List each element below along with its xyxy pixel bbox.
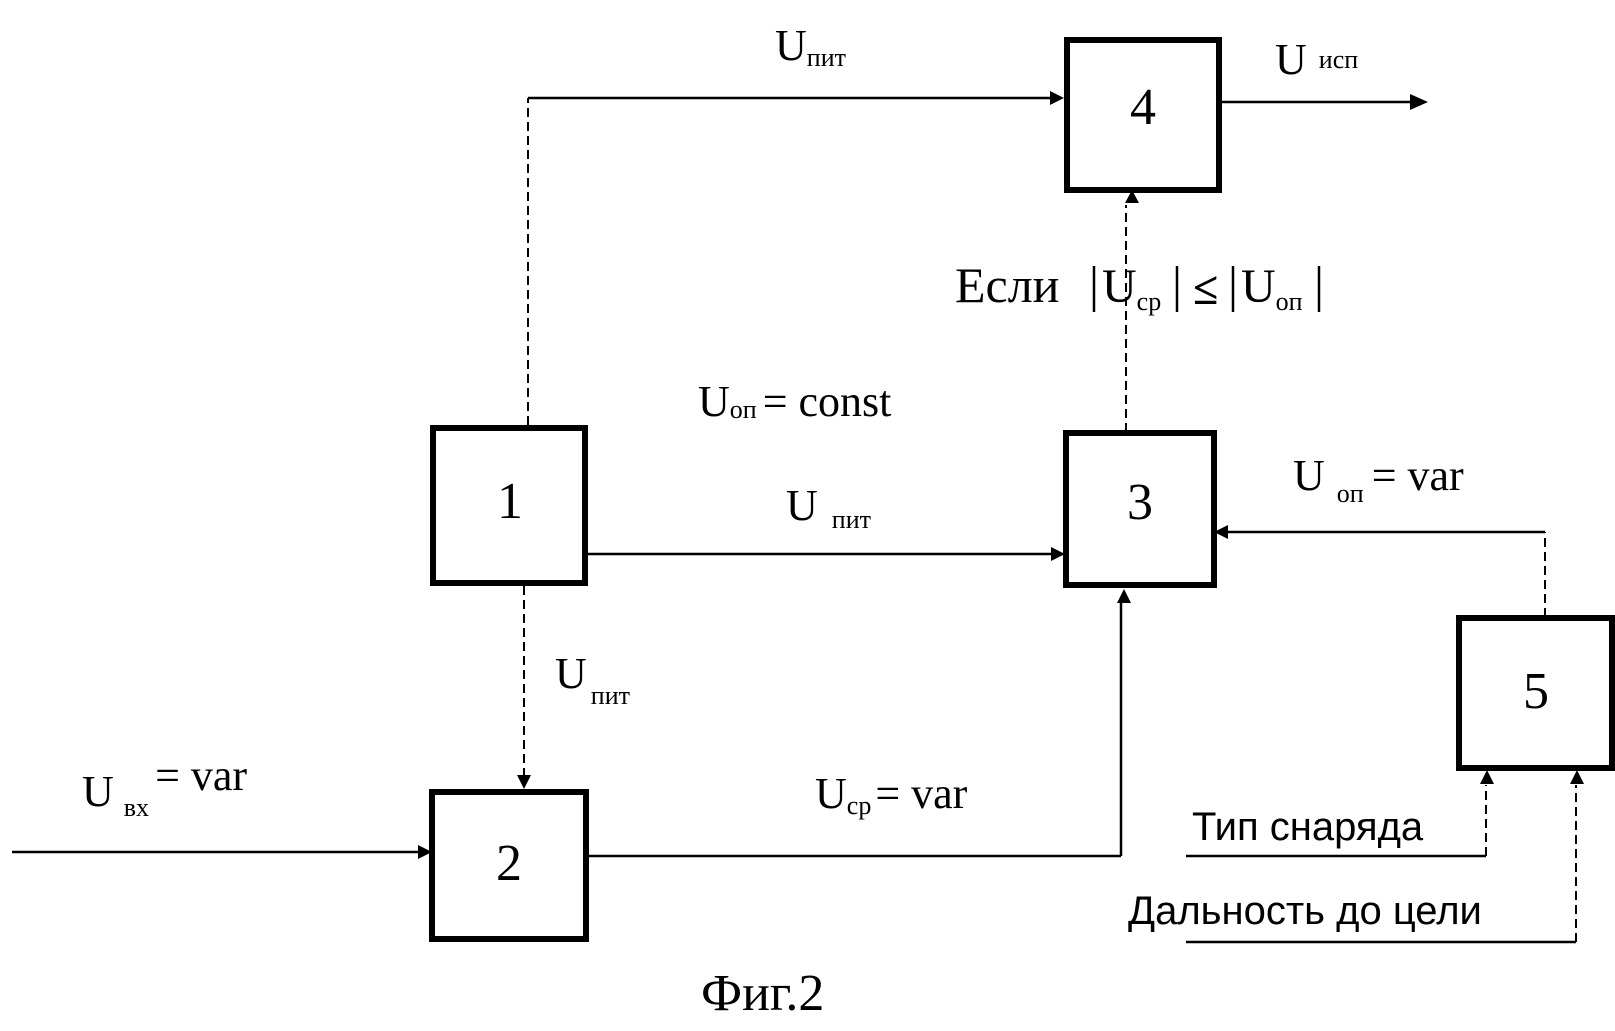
svg-text:≤: ≤ [1193, 263, 1218, 314]
arrow-into-block-4-left [1050, 91, 1064, 105]
block-2: 2 [432, 792, 586, 939]
label-u-sr-sub: ср [847, 791, 872, 820]
label-u-pit-top: Uпит [775, 21, 846, 72]
block-3-number: 3 [1127, 474, 1153, 531]
label-u-vx: Uвх= var [82, 751, 247, 822]
arrow-u-isp-output [1410, 94, 1428, 110]
arrow-into-block-3-left [1051, 547, 1065, 561]
svg-text:Если: Если [955, 257, 1059, 313]
label-condition: Если Uср ≤ Uоп [955, 257, 1319, 316]
block-4-number: 4 [1130, 79, 1156, 136]
block-4: 4 [1067, 40, 1219, 190]
condition-operator: ≤ [1193, 263, 1218, 314]
condition-u1-sub: ср [1137, 287, 1162, 316]
arrow-into-block-2-top [517, 775, 531, 789]
label-u-vx-main: U [82, 767, 114, 816]
label-u-isp-main: U [1275, 35, 1307, 84]
block-5-number: 5 [1523, 663, 1549, 720]
condition-u1-main: U [1102, 260, 1137, 313]
label-u-op-var-rest: = var [1372, 451, 1464, 500]
block-5: 5 [1459, 618, 1612, 768]
label-u-pit-mid-main: U [786, 481, 818, 530]
label-u-op-const-sub: оп [730, 395, 757, 424]
label-u-isp: Uисп [1275, 35, 1358, 84]
label-u-pit-down-main: U [555, 649, 587, 698]
label-u-op-const-rest: = const [763, 377, 892, 426]
block-2-number: 2 [496, 835, 522, 892]
label-u-pit-down-sub: пит [591, 681, 630, 710]
label-u-sr-main: U [815, 769, 847, 818]
label-u-op-var: Uоп = var [1293, 451, 1464, 508]
label-u-pit-mid-sub: пит [832, 505, 871, 534]
label-u-op-const: Uоп= const [698, 377, 891, 426]
label-projectile-type: Тип снаряда [1192, 805, 1424, 849]
svg-text:Uср: Uср [1102, 260, 1161, 316]
condition-u2-main: U [1241, 260, 1276, 313]
arrow-into-block-3-bottom [1117, 589, 1131, 603]
label-u-isp-sub: исп [1319, 45, 1358, 74]
block-3: 3 [1066, 433, 1214, 585]
block-1-number: 1 [497, 473, 523, 530]
label-u-pit-down: Uпит [555, 649, 630, 710]
label-u-op-var-main: U [1293, 451, 1325, 500]
label-u-sr-rest: = var [875, 769, 967, 818]
figure-caption: Фиг.2 [701, 965, 824, 1022]
label-u-sr: Uср= var [815, 769, 968, 820]
label-u-pit-mid: Uпит [786, 481, 871, 534]
label-u-vx-rest: = var [155, 751, 247, 800]
block-1: 1 [433, 428, 585, 583]
svg-text:Uоп: Uоп [1241, 260, 1303, 316]
condition-u2-sub: оп [1276, 287, 1303, 316]
label-u-vx-sub: вх [124, 793, 149, 822]
arrow-into-block-5-right-input [1570, 770, 1584, 784]
label-target-range: Дальность до цели [1128, 889, 1482, 933]
label-u-op-const-main: U [698, 377, 730, 426]
label-u-pit-top-sub: пит [807, 43, 846, 72]
condition-prefix: Если [955, 257, 1059, 313]
arrow-into-block-5-left-input [1480, 770, 1494, 784]
label-u-pit-top-main: U [775, 21, 807, 70]
label-u-op-var-sub: оп [1337, 479, 1364, 508]
